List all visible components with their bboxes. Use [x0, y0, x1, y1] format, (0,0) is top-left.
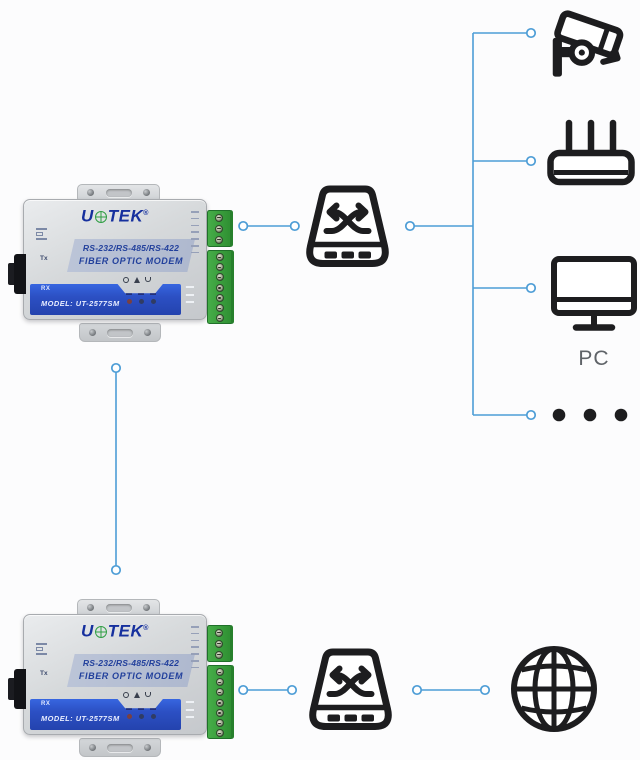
uotek-logo: U TEK®: [23, 205, 207, 225]
screw-icon: [144, 744, 151, 751]
fiber-modem-bottom: U TEK® RS-232/RS-485/RS-422 FIBER OPTIC M…: [8, 599, 235, 760]
terminal-screw: [215, 729, 224, 738]
terminal-screw: [215, 253, 224, 261]
fiber-connector: [8, 254, 26, 294]
screw-icon: [89, 744, 96, 751]
ethernet-switch-top: [300, 185, 395, 271]
mounting-slot: [105, 603, 132, 612]
terminal-pin-labels: [191, 211, 199, 254]
network-switch-icon: [309, 648, 392, 730]
mounting-tab-bottom: [79, 738, 161, 757]
pc-label: PC: [578, 347, 610, 370]
terminal-screw: [215, 293, 224, 302]
terminal-screw: [215, 639, 223, 648]
rx-label: RX: [41, 286, 51, 292]
logo-globe-icon: [94, 625, 107, 638]
terminal-screw: [215, 698, 224, 707]
shuffle-arrows-icon: [326, 665, 375, 697]
fiber-optic-modem: U TEK® RS-232/RS-485/RS-422 FIBER OPTIC M…: [8, 599, 235, 760]
terminal-screw: [215, 718, 224, 727]
screw-icon: [89, 329, 96, 336]
screw-icon: [143, 189, 150, 196]
terminal-pin-labels: [191, 626, 199, 669]
terminal-screw: [215, 668, 224, 676]
power-marking: [36, 226, 47, 242]
spec-line2: FIBER OPTIC MODEM: [78, 256, 184, 266]
mounting-tab-bottom: [79, 323, 161, 342]
terminal-screw: [215, 273, 224, 282]
shuffle-arrows-icon: [323, 202, 372, 234]
terminal-block-3pin: [207, 210, 233, 247]
uotek-logo: U TEK®: [23, 620, 207, 640]
terminal-screw: [215, 224, 223, 233]
terminal-screw: [215, 650, 223, 659]
logo-text-tek: TEK: [107, 621, 144, 641]
spec-line1: RS-232/RS-485/RS-422: [82, 243, 180, 253]
led-pin-labels: [185, 701, 194, 718]
wireless-router-icon: [547, 119, 635, 186]
terminal-screw: [215, 303, 224, 312]
terminal-block-7pin: [207, 250, 234, 324]
rx-label: RX: [41, 701, 51, 707]
led-pin-labels: [185, 286, 194, 303]
logo-text-tek: TEK: [107, 206, 144, 226]
fiber-connector: [8, 669, 26, 709]
terminal-screw: [215, 235, 223, 244]
terminal-screw: [215, 678, 224, 687]
terminal-screw: [215, 283, 224, 292]
fiber-modem-top: U TEK® RS-232/RS-485/RS-422 FIBER OPTIC M…: [8, 184, 235, 346]
spec-plate: RS-232/RS-485/RS-422 FIBER OPTIC MODEM: [67, 654, 195, 687]
model-label: MODEL: UT-2577SM: [41, 714, 120, 723]
terminal-block-7pin: [207, 665, 234, 739]
spec-line1: RS-232/RS-485/RS-422: [82, 658, 180, 668]
ellipsis-more-devices-icon: [552, 408, 628, 422]
tx-label: Tx: [40, 670, 48, 677]
cctv-camera-icon: [552, 10, 624, 77]
spec-plate: RS-232/RS-485/RS-422 FIBER OPTIC MODEM: [67, 239, 195, 272]
fiber-optic-modem: U TEK® RS-232/RS-485/RS-422 FIBER OPTIC M…: [8, 184, 235, 346]
spec-line2: FIBER OPTIC MODEM: [78, 671, 184, 681]
registered-mark: ®: [143, 625, 149, 632]
terminal-screw: [215, 263, 224, 272]
network-switch-icon: [306, 185, 389, 267]
ethernet-switch-bottom: [303, 648, 398, 734]
terminal-screw: [215, 213, 223, 222]
tx-label: Tx: [40, 255, 48, 262]
led-indicators: [126, 708, 156, 719]
terminal-block-3pin: [207, 625, 233, 662]
mounting-slot: [107, 328, 133, 337]
power-marking: [36, 641, 47, 657]
screw-icon: [87, 604, 94, 611]
led-indicators: [126, 293, 156, 304]
certification-marks: [123, 692, 151, 698]
logo-globe-icon: [94, 210, 107, 223]
terminal-screw: [215, 708, 224, 717]
screw-icon: [87, 189, 94, 196]
certification-marks: [123, 277, 151, 283]
desktop-pc-icon: [551, 256, 637, 331]
model-label: MODEL: UT-2577SM: [41, 299, 120, 308]
pc-device: PC: [547, 254, 640, 371]
terminal-screw: [215, 314, 224, 323]
terminal-screw: [215, 688, 224, 697]
screw-icon: [143, 604, 150, 611]
logo-text-u: U: [81, 621, 94, 641]
screw-icon: [144, 329, 151, 336]
mounting-slot: [107, 743, 133, 752]
logo-text-u: U: [81, 206, 94, 226]
registered-mark: ®: [143, 210, 149, 217]
model-band: RX MODEL: UT-2577SM: [30, 699, 181, 730]
terminal-screw: [215, 628, 223, 637]
mounting-slot: [105, 188, 132, 197]
globe-internet-icon: [511, 646, 597, 732]
